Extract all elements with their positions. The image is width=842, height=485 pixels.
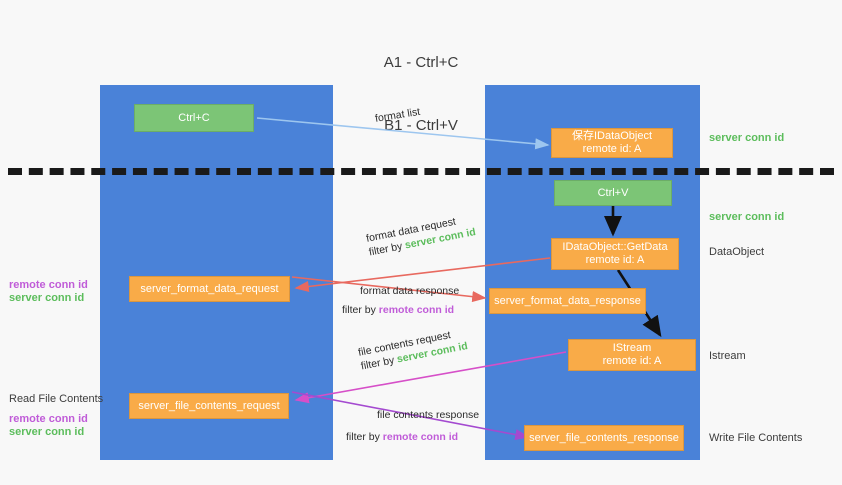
box-istream-line2: remote id: A	[602, 355, 662, 367]
box-save-idataobject-line2: remote id: A	[582, 143, 642, 155]
box-ctrl-c-label: Ctrl+C	[178, 111, 210, 124]
filter-prefix-4: filter by	[346, 431, 383, 443]
filter-value-4: remote conn id	[382, 431, 459, 443]
flow-label-format-data-response: format data response filter by remote co…	[342, 284, 460, 317]
annotation-remote-conn-id-1: remote conn id	[9, 279, 88, 291]
box-istream[interactable]: IStream remote id: A	[568, 339, 696, 371]
box-server-format-data-response[interactable]: server_format_data_response	[489, 288, 646, 314]
box-save-idataobject[interactable]: 保存IDataObject remote id: A	[551, 128, 673, 158]
annotation-server-conn-id-1: server conn id	[709, 132, 785, 144]
flow-label-file-contents-response-filter: filter by remote conn id	[346, 430, 479, 444]
annotation-read-file-contents: Read File Contents	[9, 393, 104, 405]
box-getdata-line2: remote id: A	[585, 254, 645, 266]
annotation-remote-conn-id-2: remote conn id	[9, 413, 88, 425]
annotation-server-conn-id-2: server conn id	[709, 211, 785, 223]
box-ctrl-c[interactable]: Ctrl+C	[134, 104, 254, 132]
flow-label-file-contents-response: file contents response filter by remote …	[346, 408, 480, 444]
box-server-file-contents-response[interactable]: server_file_contents_response	[524, 425, 684, 451]
annotation-server-conn-id-left-2: server conn id	[9, 426, 85, 438]
box-getdata-line1: IDataObject::GetData	[562, 241, 668, 253]
annotation-write-file-contents: Write File Contents	[709, 432, 803, 444]
box-server-format-data-response-label: server_format_data_response	[494, 294, 641, 307]
box-save-idataobject-line1: 保存IDataObject	[571, 130, 653, 142]
box-server-format-data-request-label: server_format_data_request	[140, 282, 279, 295]
timeline-separator	[8, 168, 834, 175]
box-ctrl-v-label: Ctrl+V	[597, 186, 629, 199]
box-server-format-data-request[interactable]: server_format_data_request	[129, 276, 290, 302]
annotation-server-conn-id-left-1: server conn id	[9, 292, 85, 304]
filter-value-2: remote conn id	[378, 304, 455, 316]
annotation-dataobject: DataObject	[709, 246, 765, 258]
box-ctrl-v[interactable]: Ctrl+V	[554, 180, 672, 206]
filter-prefix-2: filter by	[342, 304, 379, 316]
box-server-file-contents-request-label: server_file_contents_request	[138, 399, 280, 412]
flow-label-format-data-response-text: format data response	[360, 285, 460, 297]
box-server-file-contents-response-label: server_file_contents_response	[529, 431, 679, 444]
box-istream-line1: IStream	[612, 342, 652, 354]
flow-label-file-contents-response-text: file contents response	[377, 409, 480, 421]
box-idataobject-getdata[interactable]: IDataObject::GetData remote id: A	[551, 238, 679, 270]
flow-label-format-data-response-filter: filter by remote conn id	[342, 303, 459, 317]
box-server-file-contents-request[interactable]: server_file_contents_request	[129, 393, 289, 419]
flow-label-file-contents-request: file contents request filter by server c…	[357, 325, 469, 373]
annotation-istream: Istream	[709, 350, 746, 362]
flow-label-format-data-request: format data request filter by server con…	[365, 211, 477, 259]
title-line-1: A1 - Ctrl+C	[383, 54, 459, 71]
